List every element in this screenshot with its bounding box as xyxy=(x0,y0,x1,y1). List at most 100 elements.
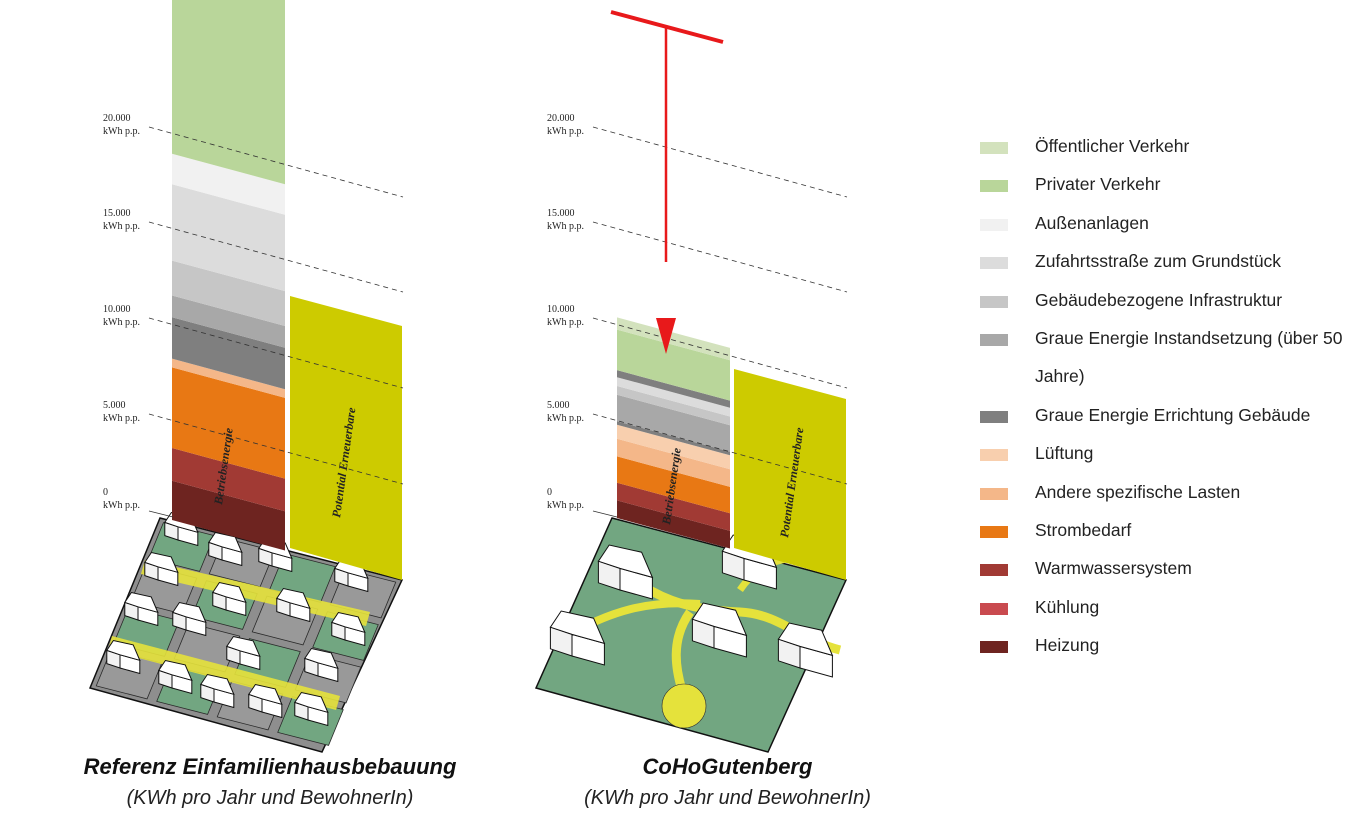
house-roof xyxy=(276,587,311,610)
gridline xyxy=(592,126,848,198)
bar-segment xyxy=(617,438,730,487)
gridline xyxy=(592,413,848,485)
bar-segment xyxy=(172,480,285,551)
cohogutenberg-potential-renewables-bar xyxy=(734,369,846,580)
tick-unit: kWh p.p. xyxy=(547,413,584,424)
legend-swatch xyxy=(980,180,1008,193)
legend-label: Heizung xyxy=(1035,635,1100,656)
bar-segment xyxy=(617,482,730,531)
y-axis-right: 20.000 kWh p.p. 15.000 kWh p.p. 10.000 kWh p.… xyxy=(547,113,584,511)
legend-label: Andere spezifische Lasten xyxy=(1035,481,1241,502)
gridline xyxy=(148,413,404,485)
tick-unit: kWh p.p. xyxy=(547,500,584,511)
bar-segment xyxy=(172,358,285,398)
legend-swatch xyxy=(980,602,1008,615)
legend-swatch xyxy=(980,257,1008,270)
bar-segment xyxy=(172,184,285,292)
bar-segment xyxy=(172,153,285,215)
tick-value: 15.000 xyxy=(103,208,131,219)
round-plaza xyxy=(661,683,707,729)
house-roof xyxy=(331,611,366,634)
bar-segment xyxy=(617,317,730,361)
tick-value: 15.000 xyxy=(547,208,575,219)
bar-segment xyxy=(172,0,285,185)
house-roof xyxy=(226,635,261,658)
shared-path xyxy=(671,609,694,692)
cohogutenberg-site-plan xyxy=(534,517,848,753)
bar-segment xyxy=(617,421,730,456)
gridline xyxy=(592,221,848,293)
tick-unit: kWh p.p. xyxy=(547,126,584,137)
legend-swatch xyxy=(980,334,1008,346)
bar-segment xyxy=(617,386,730,426)
legend-swatch xyxy=(980,449,1008,462)
bar-segment xyxy=(617,329,730,401)
legend-label: Kühlung xyxy=(1035,596,1100,617)
cohogutenberg-subtitle: (KWh pro Jahr und BewohnerIn) xyxy=(584,787,871,809)
bar-segment xyxy=(172,317,285,390)
legend-label: Strombedarf xyxy=(1035,520,1132,540)
legend-label: Außenanlagen xyxy=(1035,212,1149,233)
house-roof xyxy=(200,673,235,696)
house-roof xyxy=(248,683,283,706)
legend-label: Graue Energie Errichtung Gebäude xyxy=(1035,404,1311,425)
tick-value: 5.000 xyxy=(547,400,570,411)
legend-swatch xyxy=(980,142,1008,154)
house-roof xyxy=(172,601,207,624)
legend-swatch xyxy=(980,218,1008,231)
tick-unit: kWh p.p. xyxy=(103,221,140,232)
tick-value: 5.000 xyxy=(103,400,126,411)
bar-segment xyxy=(172,295,285,348)
gridline xyxy=(148,126,404,198)
reference-potential-renewables-bar xyxy=(290,296,402,580)
legend-label: Lüftung xyxy=(1035,443,1094,464)
tick-unit: kWh p.p. xyxy=(103,126,140,137)
house-roof xyxy=(144,551,179,574)
gridline-zero xyxy=(148,510,174,518)
gridline xyxy=(592,317,848,389)
tick-unit: kWh p.p. xyxy=(103,317,140,328)
house-roof xyxy=(212,581,247,604)
bar-segment xyxy=(617,394,730,452)
tick-value: 0 xyxy=(103,487,108,498)
legend-swatch xyxy=(980,526,1008,538)
reference-title: Referenz Einfamilienhausbebauung xyxy=(83,754,457,779)
tick-unit: kWh p.p. xyxy=(103,500,140,511)
house-roof xyxy=(158,659,193,682)
cohogutenberg-energy-column xyxy=(617,317,730,549)
reference-energy-column xyxy=(172,0,285,551)
bar-segment xyxy=(172,367,285,479)
house-roof xyxy=(597,544,654,579)
tick-value: 20.000 xyxy=(547,113,575,124)
house-roof xyxy=(549,610,606,645)
bar-segment xyxy=(172,260,285,326)
gridlines xyxy=(148,126,848,518)
reduction-arrow xyxy=(610,10,724,354)
legend-swatch xyxy=(980,295,1008,308)
house-roof xyxy=(106,639,141,662)
tick-unit: kWh p.p. xyxy=(547,221,584,232)
reference-subtitle: (KWh pro Jahr und BewohnerIn) xyxy=(126,787,414,809)
legend-swatch xyxy=(980,564,1008,577)
house-roof xyxy=(304,647,339,670)
legend-label: Gebäudebezogene Infrastruktur xyxy=(1035,289,1283,310)
legend-label: Warmwassersystem xyxy=(1035,558,1192,579)
house-roof xyxy=(294,691,329,714)
tick-value: 20.000 xyxy=(103,113,131,124)
legend-label: Privater Verkehr xyxy=(1035,174,1161,195)
bar-segment xyxy=(617,377,730,417)
bar-segment xyxy=(617,456,730,514)
tick-value: 10.000 xyxy=(547,304,575,315)
house-roof xyxy=(777,622,834,657)
legend-swatch xyxy=(980,487,1008,500)
tick-unit: kWh p.p. xyxy=(547,317,584,328)
house-roof xyxy=(208,531,243,554)
house-roof xyxy=(124,591,159,614)
legend-label: Öffentlicher Verkehr xyxy=(1035,136,1190,156)
gridline-zero xyxy=(592,510,618,518)
house-roof xyxy=(691,602,748,637)
legend-swatch xyxy=(980,641,1008,654)
tick-value: 0 xyxy=(547,487,552,498)
